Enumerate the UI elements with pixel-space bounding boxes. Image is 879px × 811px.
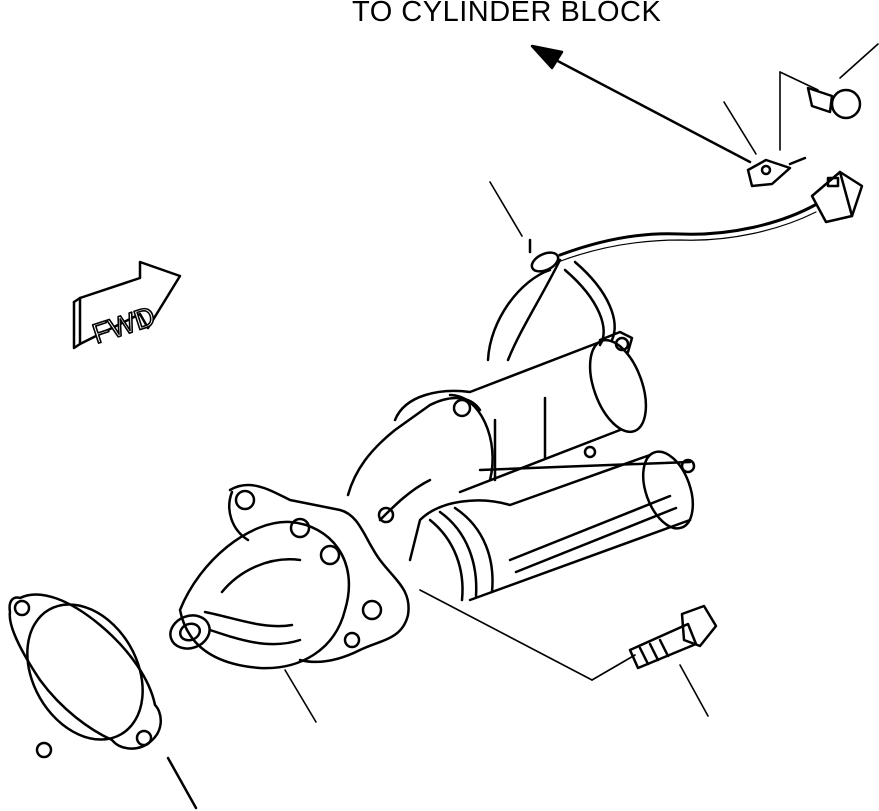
clip-icon bbox=[489, 181, 560, 273]
wire-harness-icon bbox=[486, 203, 817, 362]
leader-lines bbox=[284, 589, 636, 723]
starter-motor-icon bbox=[169, 330, 696, 670]
bolt-icon bbox=[779, 43, 879, 151]
terminal-icon bbox=[723, 101, 807, 188]
connector-icon bbox=[810, 170, 864, 224]
to-cylinder-block-arrow bbox=[530, 44, 752, 164]
gasket-icon bbox=[8, 593, 198, 810]
mounting-bolt-icon bbox=[628, 604, 718, 717]
fwd-direction-icon: FWD bbox=[72, 260, 182, 350]
destination-label: TO CYLINDER BLOCK bbox=[352, 0, 662, 28]
